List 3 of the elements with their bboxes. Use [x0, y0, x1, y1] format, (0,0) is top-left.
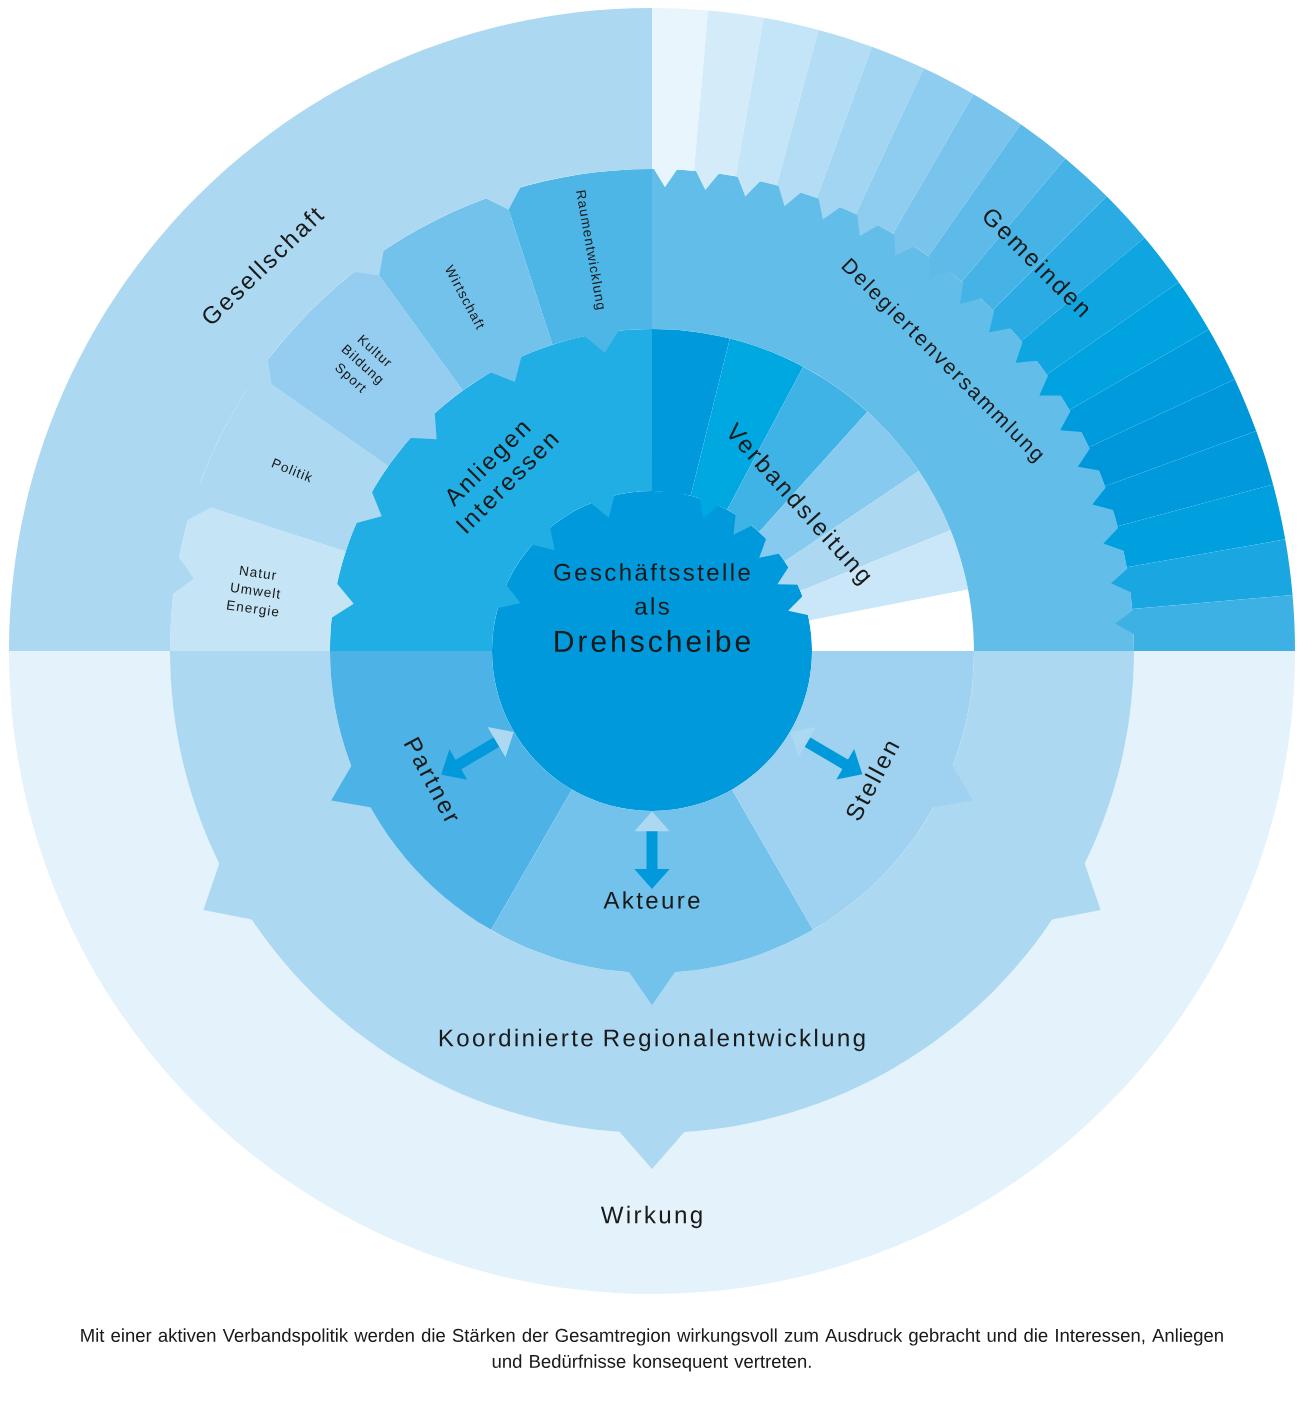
ring-segment: Natur Umwelt Energie	[170, 502, 354, 651]
ring-segment: Akteure	[491, 789, 813, 1005]
caption: Mit einer aktiven Verbandspolitik werden die Stärken der Gesamtregion wirkungsvoll zum Ausdruck gebracht und die Interessen, Anliegen und Bedürfnisse konsequent vertreten.	[81, 1328, 1223, 1372]
